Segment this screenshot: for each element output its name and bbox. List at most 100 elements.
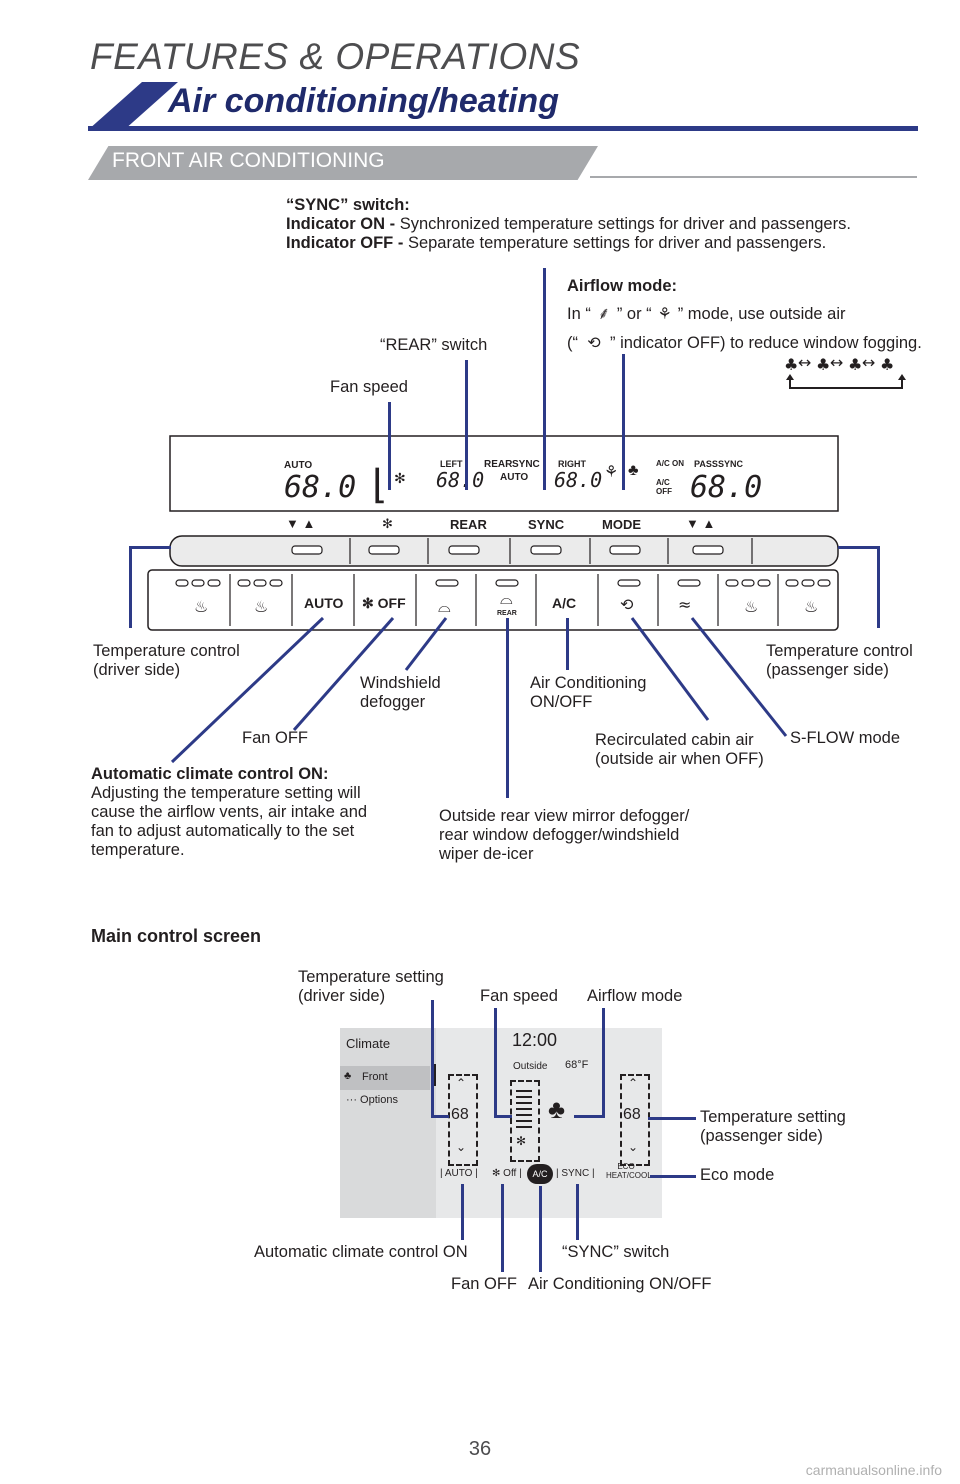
passenger-temp-up-icon[interactable]: ⌃ xyxy=(628,1076,639,1090)
sync-bar-label: SYNC xyxy=(528,517,565,532)
temp-passenger-callout-line2: (passenger side) xyxy=(766,661,889,679)
outside-label: Outside xyxy=(513,1061,548,1072)
airflow-note: Airflow mode: In “⸙” or “⚘” mode, use ou… xyxy=(567,272,922,358)
fan-speed-level-bars xyxy=(516,1090,532,1130)
fan-off-label: OFF xyxy=(377,595,406,611)
svg-text:♣: ♣ xyxy=(880,355,894,374)
fan-off-button[interactable]: ✻ OFF xyxy=(362,595,406,612)
ac-onoff-callout-line2: ON/OFF xyxy=(530,693,593,711)
temp-passenger-callout-line1: Temperature control xyxy=(766,642,913,660)
screen-temp-driver-callout: Temperature setting(driver side) xyxy=(298,968,444,1006)
auto-button[interactable]: AUTO xyxy=(304,595,344,611)
driver-temp-down-icon[interactable]: ⌄ xyxy=(456,1140,467,1154)
svg-text:♨: ♨ xyxy=(744,597,758,616)
rear-defogger-callout: Outside rear view mirror defogger/ rear … xyxy=(439,807,689,864)
fan-speed-callout-line xyxy=(388,402,391,490)
fan-speed-icon: ✻ xyxy=(382,516,393,531)
front-menu-icon: ♣ xyxy=(344,1070,352,1082)
screen-eco-label-1: ECO xyxy=(617,1162,635,1171)
sync-note-heading: “SYNC” switch: xyxy=(286,196,410,214)
recirculation-icon: ⟲ xyxy=(587,335,601,352)
svg-text:♣: ♣ xyxy=(848,355,862,374)
svg-text:⌓: ⌓ xyxy=(438,597,451,616)
screen-ac-button[interactable]: A/C xyxy=(527,1164,553,1184)
front-menu-item[interactable]: ♣ Front xyxy=(340,1066,430,1090)
screen-fan-speed-line-h xyxy=(494,1115,512,1118)
display-left-label: LEFT xyxy=(440,459,463,469)
page-number: 36 xyxy=(468,1438,492,1460)
auto-callout: Automatic climate control ON: Adjusting … xyxy=(91,765,367,860)
display-auto-label: AUTO xyxy=(500,472,529,483)
climate-sidebar xyxy=(340,1028,436,1218)
rear-defogger-callout-line1: Outside rear view mirror defogger/ xyxy=(439,807,690,825)
rear-defogger-callout-line2: rear window defogger/windshield xyxy=(439,826,680,844)
passenger-temp-value: 68 xyxy=(623,1106,641,1123)
svg-text:♣: ♣ xyxy=(784,355,798,374)
rear-switch-callout: “REAR” switch xyxy=(380,336,488,354)
rear-bar-label: REAR xyxy=(450,517,487,532)
screen-airflow-callout: Airflow mode xyxy=(587,987,683,1005)
screen-ac-callout: Air Conditioning ON/OFF xyxy=(528,1275,712,1293)
passenger-temp-control[interactable] xyxy=(620,1074,650,1166)
section-title: FEATURES & OPERATIONS xyxy=(90,36,581,77)
screen-temp-driver-callout-line1: Temperature setting xyxy=(298,968,444,986)
options-dots-icon: ··· xyxy=(346,1094,361,1106)
screen-eco-label-2: HEAT/COOL xyxy=(606,1171,652,1180)
fan-icon: ✻ xyxy=(362,595,378,611)
driver-temp-control[interactable] xyxy=(448,1074,478,1166)
svg-text:♨: ♨ xyxy=(804,597,818,616)
airflow-note-text-5: ” indicator OFF) to reduce window foggin… xyxy=(610,334,922,352)
defrost-mode-icon: ⚘ xyxy=(657,306,672,323)
airflow-note-heading: Airflow mode: xyxy=(567,277,677,295)
display-right-temp: 68.0 xyxy=(554,468,603,492)
display-driver-temp: 68.0 xyxy=(284,470,357,505)
driver-temp-up-icon[interactable]: ⌃ xyxy=(456,1076,467,1090)
screen-sync-button[interactable]: | SYNC | xyxy=(556,1168,595,1179)
svg-text:♣: ♣ xyxy=(816,355,830,374)
rear-defogger-callout-line xyxy=(506,618,509,798)
airflow-mode-control[interactable]: ♣ xyxy=(548,1094,566,1124)
screen-fan-speed-callout: Fan speed xyxy=(480,987,558,1005)
recirc-callout-line1: Recirculated cabin air xyxy=(595,731,754,749)
temp-driver-callout-line2: (driver side) xyxy=(93,661,181,679)
ac-button[interactable]: A/C xyxy=(552,595,577,611)
screen-eco-line xyxy=(650,1175,696,1178)
control-panel: ♨♨ ♨♨ ⌓⌓ ⟲≈ xyxy=(147,435,839,631)
display-ac-on-label: A/C ON xyxy=(656,459,684,468)
svg-text:↔: ↔ xyxy=(862,353,875,372)
screen-fan-speed-line-v xyxy=(494,1008,497,1118)
heading-rule xyxy=(88,126,918,131)
fan-speed-control[interactable] xyxy=(510,1080,540,1162)
sync-note-on-text: Synchronized temperature settings for dr… xyxy=(399,215,851,233)
screen-fan-off-button[interactable]: ✻ Off | xyxy=(492,1168,522,1179)
airflow-callout-line xyxy=(622,354,625,490)
screen-auto-button[interactable]: | AUTO | xyxy=(440,1168,478,1179)
svg-text:⌓: ⌓ xyxy=(500,589,513,608)
display-pass-label: PASS xyxy=(694,459,718,469)
mode-bar-label: MODE xyxy=(602,517,641,532)
sync-note: “SYNC” switch: Indicator ON - Synchroniz… xyxy=(286,196,851,253)
front-menu-label: Front xyxy=(362,1071,388,1083)
windshield-callout-line1: Windshield xyxy=(360,674,441,692)
subsection-banner xyxy=(88,146,598,180)
passenger-temp-down-icon[interactable]: ⌄ xyxy=(628,1140,639,1154)
svg-text:♨: ♨ xyxy=(254,597,268,616)
temp-driver-callout-line1: Temperature control xyxy=(93,642,240,660)
screen-airflow-line-v xyxy=(602,1008,605,1118)
screen-sync-callout: “SYNC” switch xyxy=(562,1243,670,1261)
screen-temp-passenger-callout: Temperature setting(passenger side) xyxy=(700,1108,846,1146)
windshield-callout-line2: defogger xyxy=(360,693,426,711)
display-ac-off-label: A/C OFF xyxy=(656,478,672,496)
rear-defogger-button[interactable]: REAR xyxy=(497,610,517,617)
page-heading: Air conditioning/heating xyxy=(168,82,559,120)
main-screen-heading: Main control screen xyxy=(91,926,262,946)
temp-driver-callout: Temperature control(driver side) xyxy=(93,642,240,680)
fan-speed-callout: Fan speed xyxy=(330,378,408,396)
sync-note-off-text: Separate temperature settings for driver… xyxy=(407,234,827,252)
screen-auto-callout: Automatic climate control ON xyxy=(254,1243,468,1261)
airflow-note-text-4: (“ xyxy=(567,334,578,352)
driver-temp-value: 68 xyxy=(451,1106,469,1123)
options-menu-item[interactable]: ··· Options xyxy=(346,1094,398,1106)
